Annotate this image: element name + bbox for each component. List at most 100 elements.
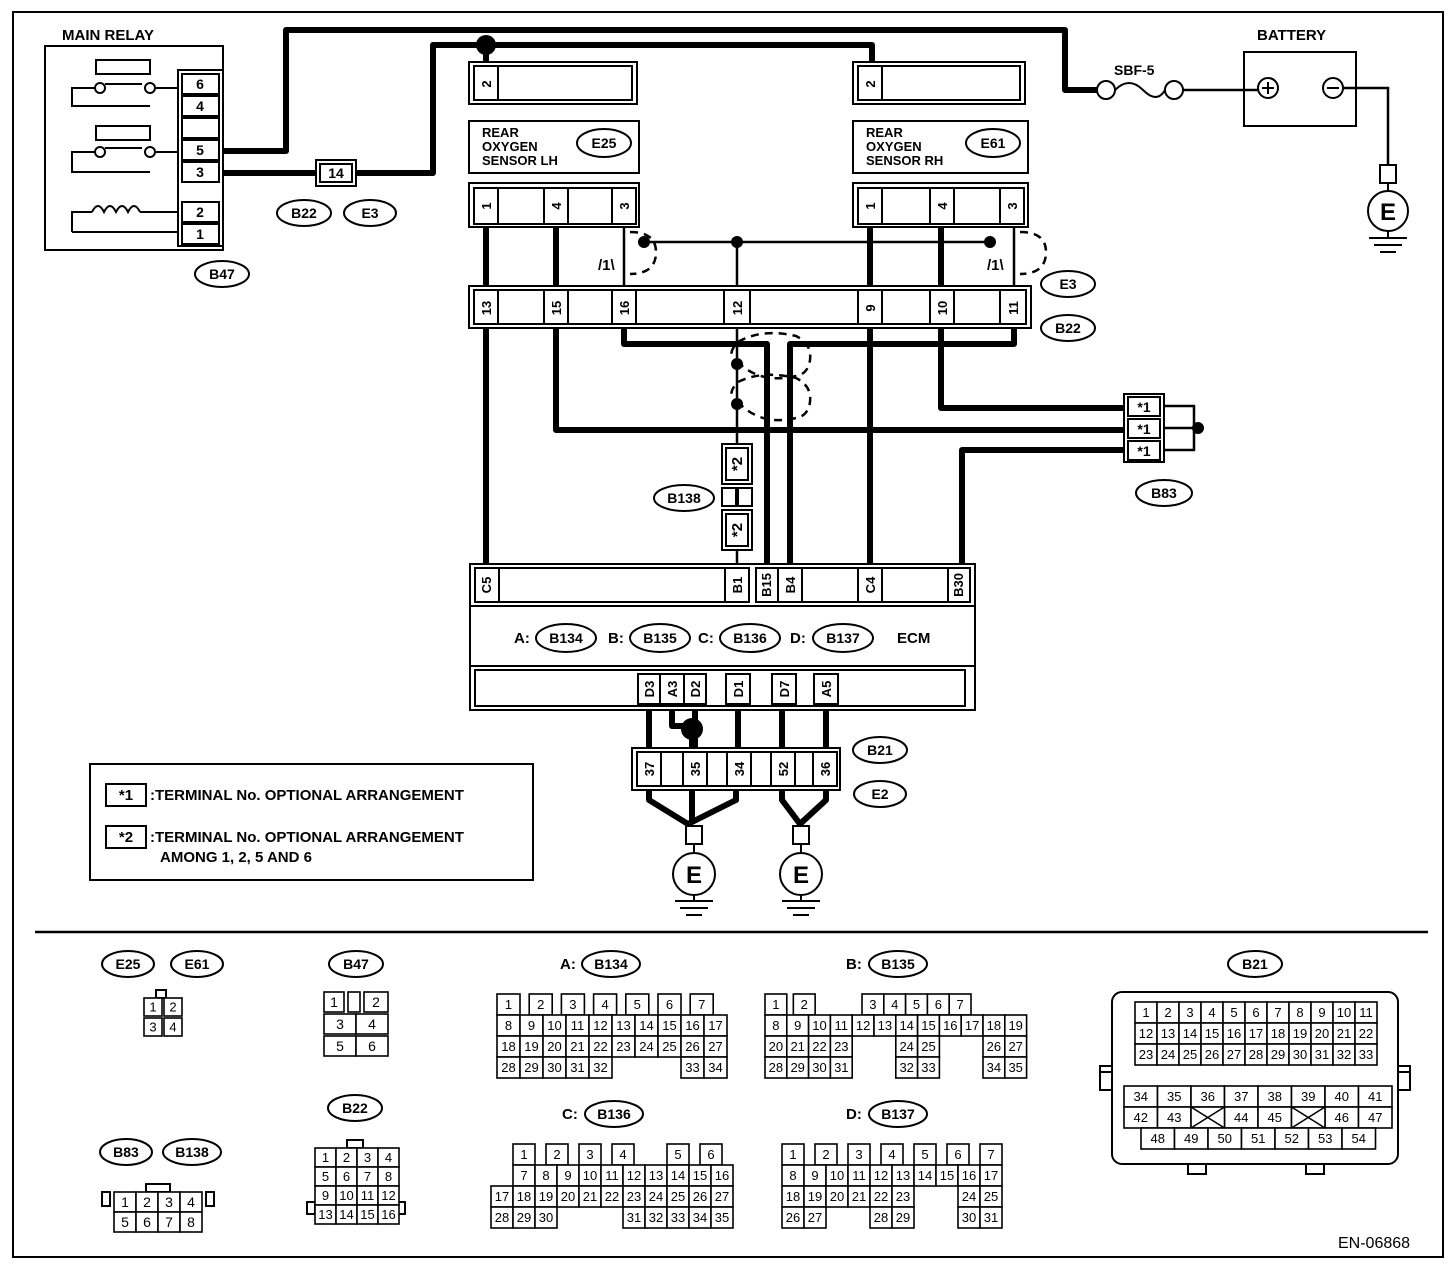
pin-number: 27 bbox=[708, 1039, 722, 1054]
svg-text:3: 3 bbox=[1005, 202, 1020, 209]
pin-number: 31 bbox=[627, 1210, 641, 1225]
pin-number: 42 bbox=[1134, 1110, 1148, 1125]
svg-text:37: 37 bbox=[642, 762, 657, 776]
pin-number: 12 bbox=[1139, 1026, 1153, 1041]
pin-number: 4 bbox=[888, 1147, 895, 1162]
pin-number: 25 bbox=[921, 1039, 935, 1054]
e3-tag-relay: E3 bbox=[343, 199, 397, 227]
pin-number: 35 bbox=[715, 1210, 729, 1225]
svg-text:B21: B21 bbox=[867, 742, 893, 758]
svg-text:*1: *1 bbox=[1137, 443, 1150, 459]
pin-number: 12 bbox=[856, 1018, 870, 1033]
pin-number: 33 bbox=[685, 1060, 699, 1075]
svg-text:B135: B135 bbox=[643, 630, 677, 646]
pin-number: 19 bbox=[524, 1039, 538, 1054]
pin-number: 22 bbox=[874, 1189, 888, 1204]
pin-number: 11 bbox=[605, 1168, 619, 1183]
svg-text:52: 52 bbox=[776, 762, 791, 776]
pin-number: 25 bbox=[1183, 1047, 1197, 1062]
svg-text:10: 10 bbox=[935, 301, 950, 315]
pin-number: 5 bbox=[322, 1169, 329, 1184]
svg-text:B83: B83 bbox=[113, 1144, 139, 1160]
pin-number: 3 bbox=[336, 1016, 344, 1032]
svg-text:B30: B30 bbox=[951, 573, 966, 597]
svg-text:A3: A3 bbox=[665, 681, 680, 698]
svg-text:14: 14 bbox=[328, 165, 344, 181]
pin-number: 15 bbox=[662, 1018, 676, 1033]
pin-number: 13 bbox=[878, 1018, 892, 1033]
pin-number: 9 bbox=[528, 1018, 535, 1033]
svg-text:D2: D2 bbox=[688, 681, 703, 698]
svg-text:*1: *1 bbox=[119, 787, 133, 804]
svg-text:B134: B134 bbox=[549, 630, 583, 646]
pin-number: 1 bbox=[121, 1194, 129, 1210]
pin-number: 11 bbox=[1359, 1005, 1373, 1020]
pin-number: 4 bbox=[891, 997, 898, 1012]
drawing-number: EN-06868 bbox=[1338, 1235, 1410, 1252]
pin-number: 5 bbox=[913, 997, 920, 1012]
svg-text:B135: B135 bbox=[881, 956, 915, 972]
pin-number: 8 bbox=[789, 1168, 796, 1183]
b47-tag: B47 bbox=[194, 260, 250, 288]
pin-number: 27 bbox=[808, 1210, 822, 1225]
pin-number: 13 bbox=[616, 1018, 630, 1033]
svg-text:D:: D: bbox=[790, 630, 806, 647]
pin-number: 13 bbox=[318, 1207, 332, 1222]
relay-pin: 3 bbox=[196, 164, 204, 180]
pin-number: 22 bbox=[1359, 1026, 1373, 1041]
pin-number: 19 bbox=[1008, 1018, 1022, 1033]
sensor-rh-bottom-connector: 1 4 3 bbox=[852, 182, 1029, 228]
pin-number: 23 bbox=[616, 1039, 630, 1054]
pin-number: 23 bbox=[1139, 1047, 1153, 1062]
b21-connector: 37 35 34 52 36 bbox=[631, 747, 841, 791]
pin-number: 15 bbox=[1205, 1026, 1219, 1041]
pin-number: 46 bbox=[1335, 1110, 1349, 1125]
pin-number: 5 bbox=[634, 997, 641, 1012]
pin-number: 1 bbox=[789, 1147, 796, 1162]
pin-number: 2 bbox=[1164, 1005, 1171, 1020]
svg-text:1: 1 bbox=[479, 202, 494, 209]
pin-number: 3 bbox=[165, 1194, 173, 1210]
svg-text:B22: B22 bbox=[291, 205, 317, 221]
pin-number: 19 bbox=[539, 1189, 553, 1204]
pin-number: 8 bbox=[542, 1168, 549, 1183]
pin-number: 34 bbox=[708, 1060, 722, 1075]
pin-number: 52 bbox=[1285, 1131, 1299, 1146]
pin-number: 24 bbox=[649, 1189, 663, 1204]
pin-number: 34 bbox=[1134, 1089, 1148, 1104]
pin-number: 1 bbox=[772, 997, 779, 1012]
svg-text:B136: B136 bbox=[597, 1106, 631, 1122]
pin-number: 30 bbox=[1293, 1047, 1307, 1062]
pin-number: 5 bbox=[921, 1147, 928, 1162]
pin-number: 6 bbox=[935, 997, 942, 1012]
b22-tag-relay: B22 bbox=[276, 199, 332, 227]
pin-number: 28 bbox=[874, 1210, 888, 1225]
pin-number: 39 bbox=[1301, 1089, 1315, 1104]
pin-number: 3 bbox=[149, 1020, 156, 1035]
pin-number: 9 bbox=[794, 1018, 801, 1033]
b83-connector: *1 *1 *1 bbox=[1123, 393, 1165, 463]
pin-number: 11 bbox=[571, 1018, 585, 1033]
svg-text:B21: B21 bbox=[1242, 956, 1268, 972]
svg-text:OXYGEN: OXYGEN bbox=[866, 139, 922, 154]
pin-number: 1 bbox=[322, 1150, 329, 1165]
pin-number: 11 bbox=[361, 1188, 375, 1203]
svg-text:C:: C: bbox=[562, 1106, 578, 1123]
svg-text:B1: B1 bbox=[730, 577, 745, 594]
pin-number: 9 bbox=[564, 1168, 571, 1183]
svg-text:B22: B22 bbox=[342, 1100, 368, 1116]
pin-number: 33 bbox=[1359, 1047, 1373, 1062]
pin-number: 30 bbox=[547, 1060, 561, 1075]
pin-number: 3 bbox=[869, 997, 876, 1012]
pin-number: 54 bbox=[1352, 1131, 1366, 1146]
pin-number: 15 bbox=[940, 1168, 954, 1183]
pin-number: 9 bbox=[1318, 1005, 1325, 1020]
pin-number: 21 bbox=[790, 1039, 804, 1054]
pin-number: 51 bbox=[1251, 1131, 1265, 1146]
pin-number: 8 bbox=[1296, 1005, 1303, 1020]
pin-number: 26 bbox=[693, 1189, 707, 1204]
